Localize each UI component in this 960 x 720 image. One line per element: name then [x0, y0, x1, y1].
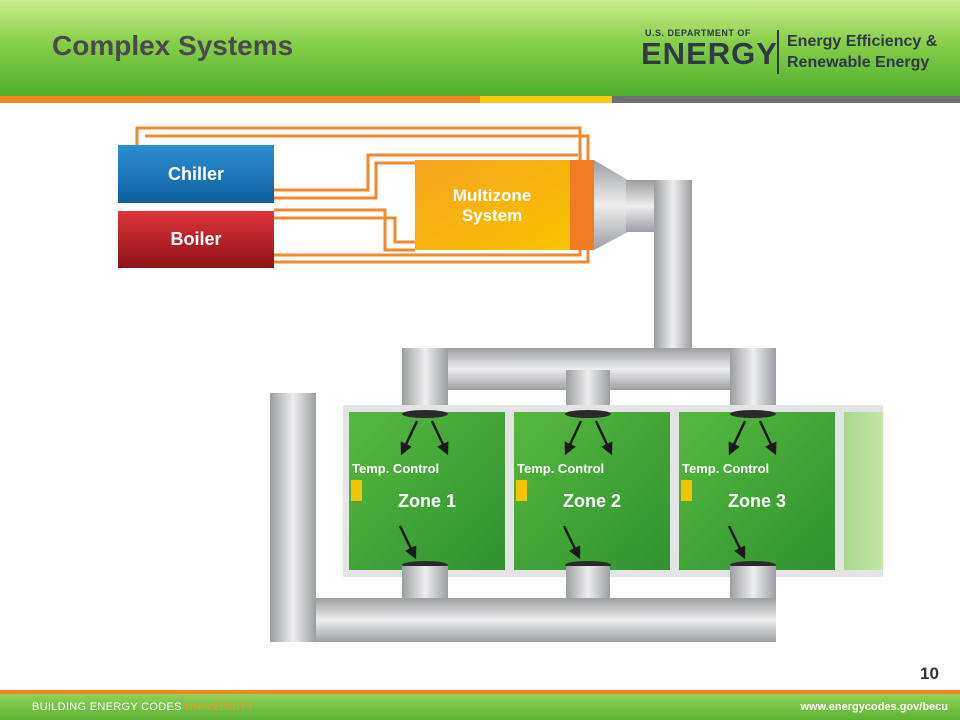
stripe-orange: [0, 96, 480, 103]
arrow-icon: [562, 525, 581, 560]
arrow-icon: [594, 420, 613, 456]
boiler-box: Boiler: [118, 211, 274, 268]
temp-control-indicator: [681, 480, 692, 501]
return-duct: [270, 393, 776, 642]
zone-3: Temp. Control Zone 3: [679, 412, 835, 570]
footer-brand-accent: UNIVERSITY: [185, 701, 255, 713]
stripe-yellow: [480, 96, 612, 103]
logo-energy: ENERGY: [641, 36, 778, 71]
arrow-icon: [564, 420, 583, 456]
supply-duct: [402, 160, 776, 412]
footer-line: [0, 690, 960, 694]
zone-2-name: Zone 2: [563, 491, 621, 511]
zone-2-control-label: Temp. Control: [517, 461, 604, 476]
logo-divider: [777, 30, 779, 74]
footer-brand: BUILDING ENERGY CODES UNIVERSITY: [32, 701, 254, 713]
multizone-label-line1: Multizone: [453, 186, 531, 205]
zone-4-partial: [844, 412, 883, 570]
page-title: Complex Systems: [52, 30, 294, 61]
multizone-label-line2: System: [462, 206, 522, 225]
arrow-icon: [728, 420, 747, 456]
multizone-system-box: Multizone System: [415, 160, 594, 250]
footer-url[interactable]: www.energycodes.gov/becu: [800, 701, 948, 713]
zone-1: Temp. Control Zone 1: [349, 412, 505, 570]
zone-3-control-label: Temp. Control: [682, 461, 769, 476]
zone-1-name: Zone 1: [398, 491, 456, 511]
slide-footer: BUILDING ENERGY CODES UNIVERSITY www.ene…: [0, 694, 960, 720]
logo-office-line2: Renewable Energy: [787, 54, 930, 71]
temp-control-indicator: [516, 480, 527, 501]
arrow-icon: [430, 420, 449, 456]
boiler-label: Boiler: [170, 229, 221, 249]
stripe-gray: [612, 96, 960, 103]
arrow-icon: [758, 420, 777, 456]
logo-office-line1: Energy Efficiency &: [787, 33, 938, 50]
zone-3-name: Zone 3: [728, 491, 786, 511]
temp-control-indicator: [351, 480, 362, 501]
logo-office: Energy Efficiency & Renewable Energy: [787, 31, 937, 73]
zone-1-control-label: Temp. Control: [352, 461, 439, 476]
arrow-icon: [400, 420, 419, 456]
logo-department: U.S. DEPARTMENT OF: [645, 28, 751, 38]
page-number: 10: [920, 664, 939, 683]
arrow-icon: [727, 525, 746, 560]
chiller-box: Chiller: [118, 145, 274, 203]
arrow-icon: [398, 525, 417, 560]
zone-2: Temp. Control Zone 2: [514, 412, 670, 570]
footer-brand-main: BUILDING ENERGY CODES: [32, 701, 182, 713]
chiller-label: Chiller: [168, 164, 224, 184]
slide-header: [0, 0, 960, 96]
header-stripe: [0, 96, 960, 103]
